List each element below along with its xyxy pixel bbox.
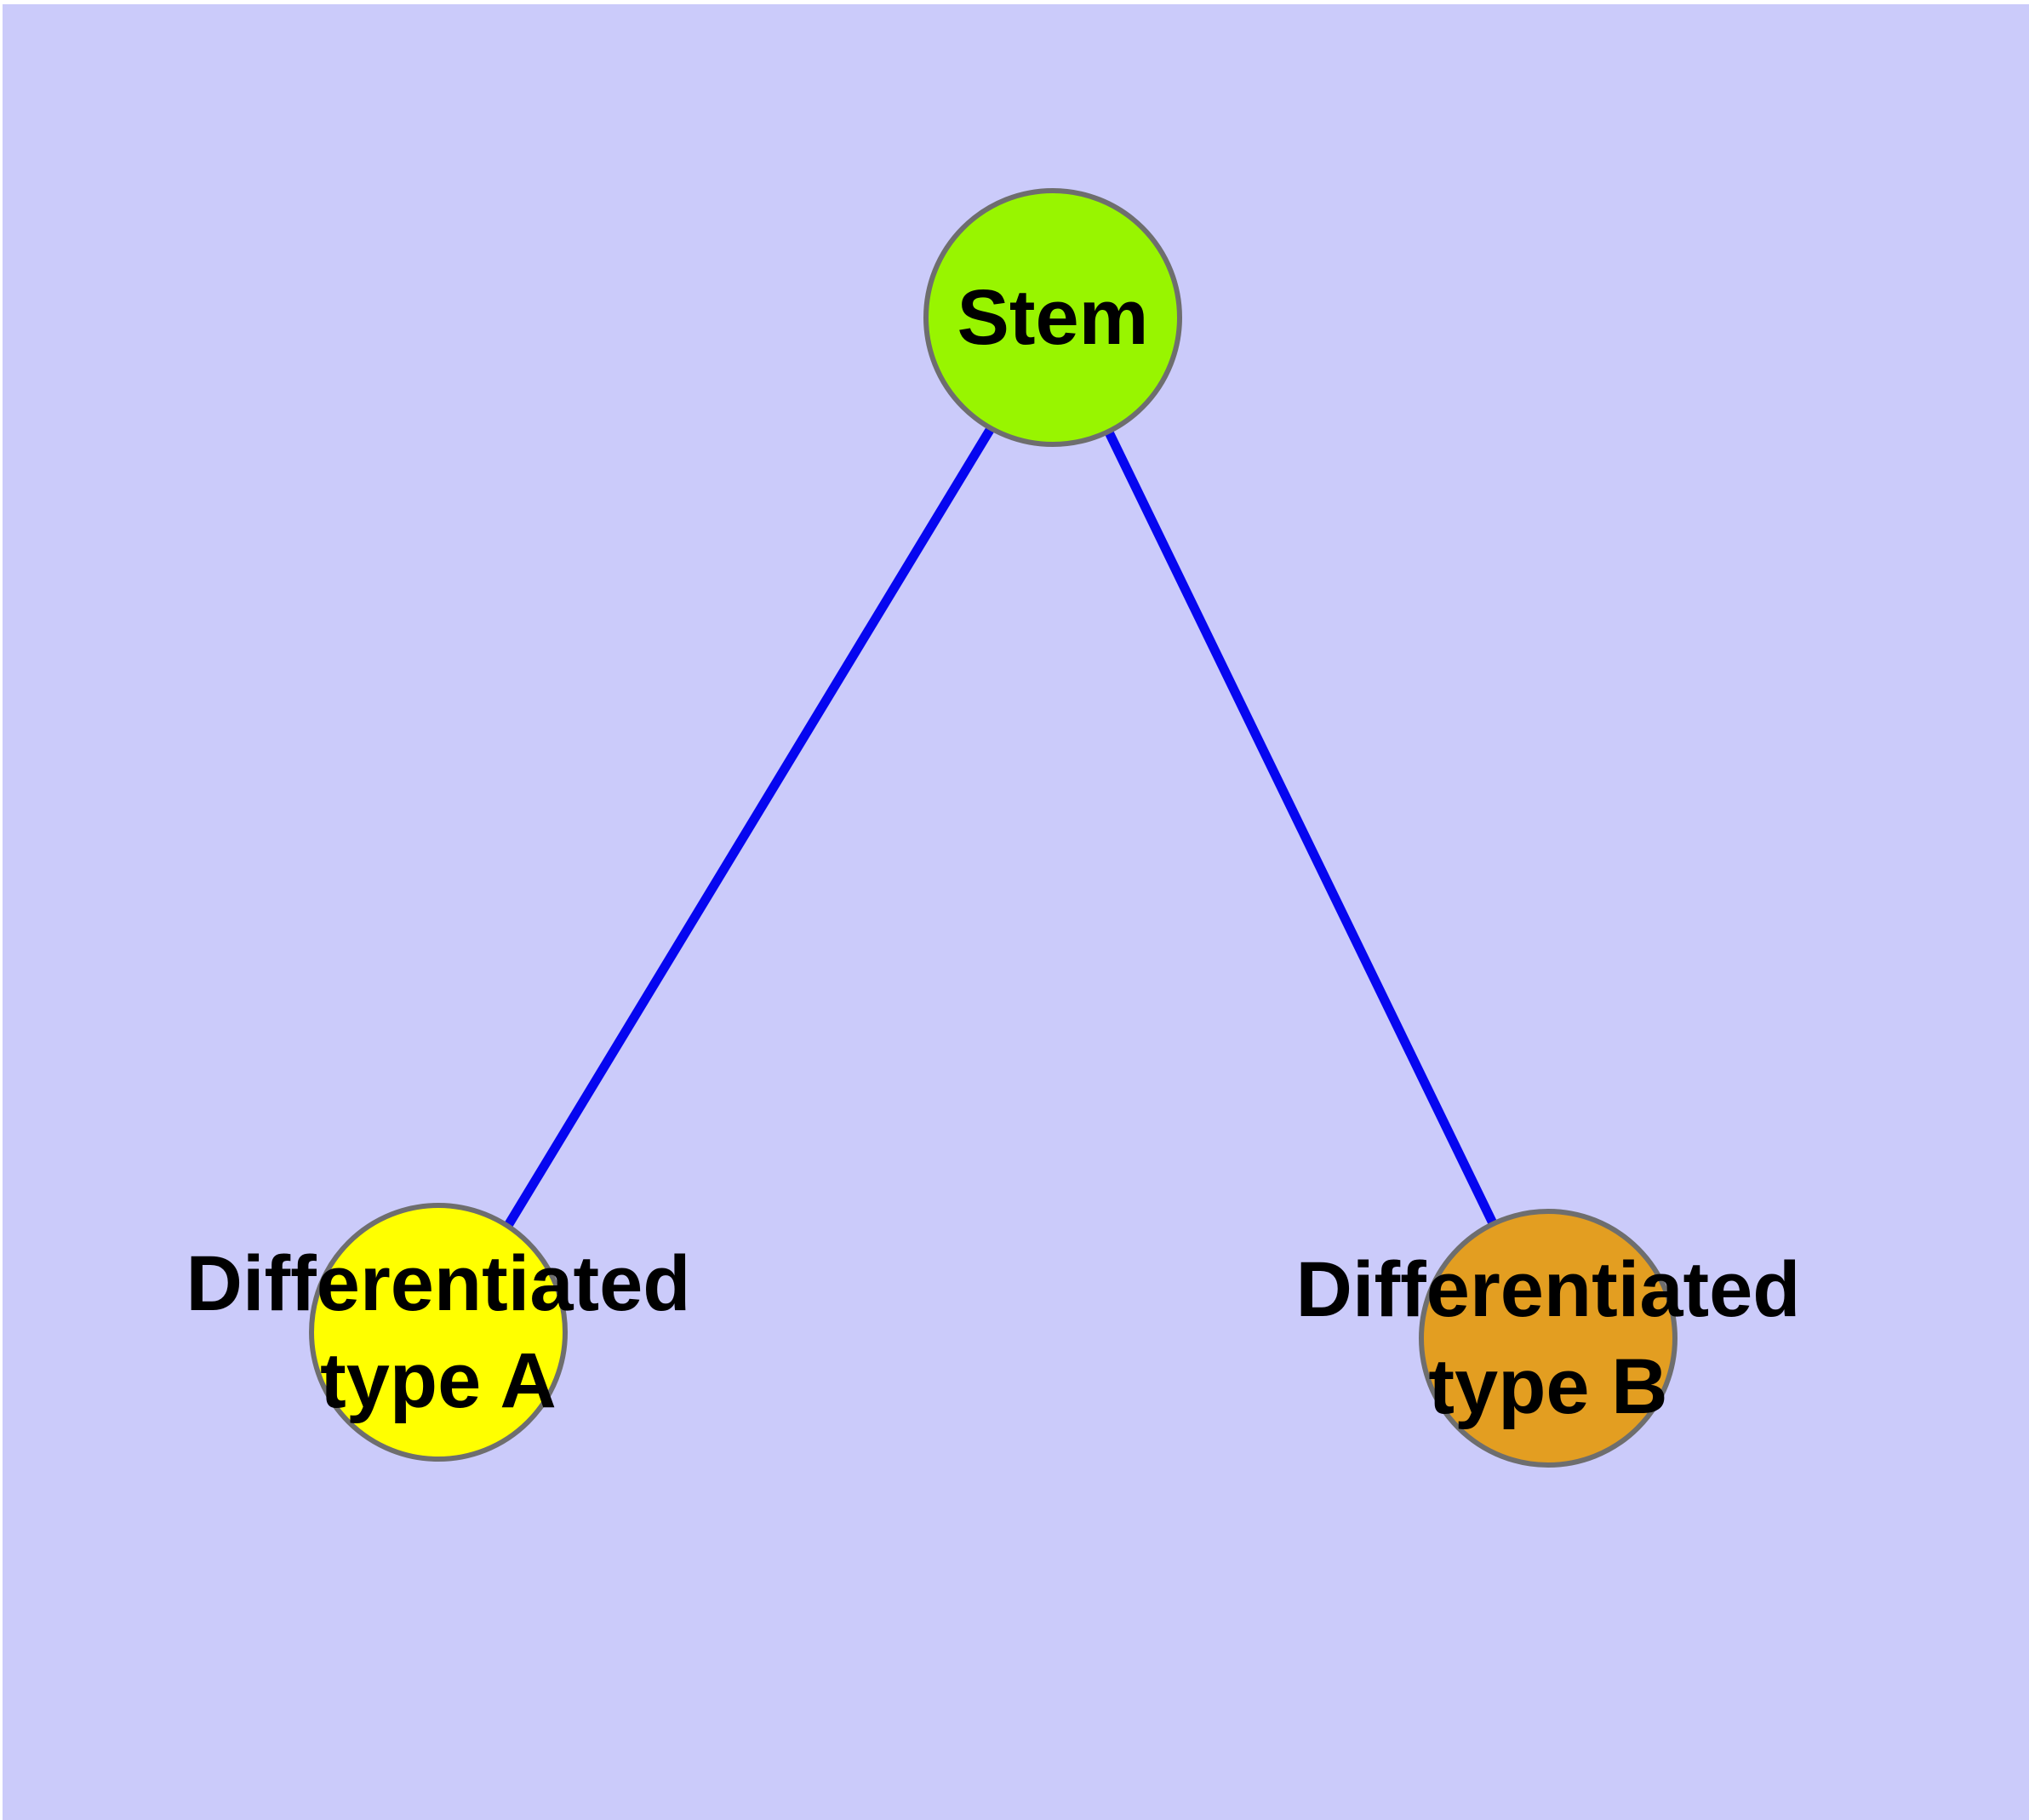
node-differentiated-type-a-label: Differentiated type A bbox=[186, 1235, 691, 1429]
edge-stem-diff-a bbox=[437, 319, 1060, 1339]
node-differentiated-type-b-label: Differentiated type B bbox=[1296, 1241, 1801, 1435]
node-differentiated-type-a-label-line2: type A bbox=[320, 1337, 557, 1424]
node-differentiated-type-b-label-line2: type B bbox=[1428, 1343, 1668, 1430]
node-stem: Stem bbox=[923, 188, 1182, 447]
node-differentiated-type-b-label-line1: Differentiated bbox=[1295, 1246, 1801, 1333]
edge-stem-diff-b bbox=[1051, 319, 1555, 1345]
node-stem-label: Stem bbox=[957, 269, 1149, 366]
node-differentiated-type-b: Differentiated type B bbox=[1296, 1209, 1800, 1468]
edge-layer bbox=[437, 319, 1555, 1345]
node-differentiated-type-a: Differentiated type A bbox=[186, 1203, 690, 1462]
diagram-canvas: Stem Differentiated type A Differentiate… bbox=[3, 4, 2029, 1820]
node-stem-label-line1: Stem bbox=[957, 274, 1149, 361]
node-differentiated-type-a-label-line1: Differentiated bbox=[186, 1240, 691, 1327]
